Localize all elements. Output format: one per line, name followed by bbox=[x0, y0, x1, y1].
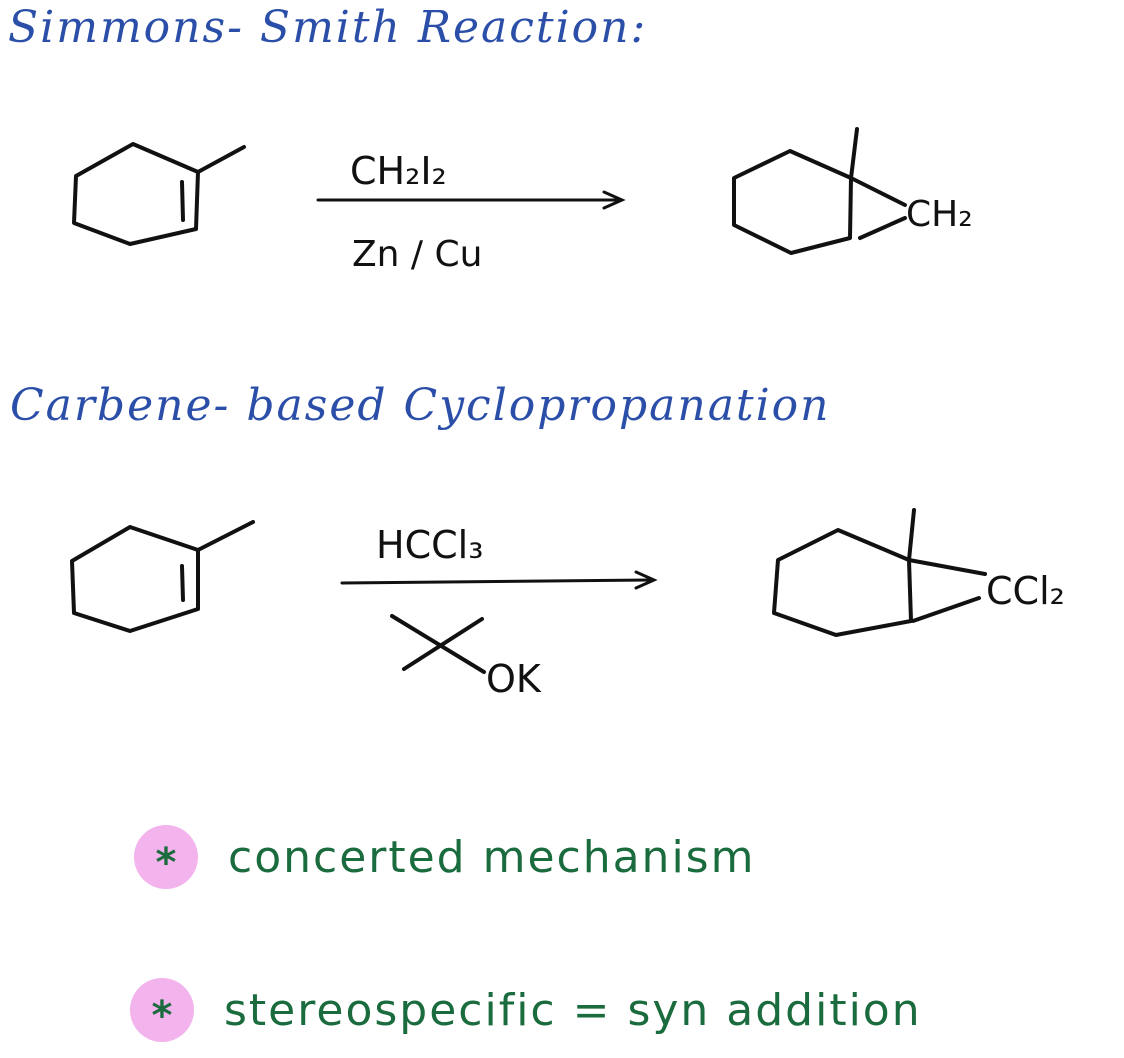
carbene-cyclopropanation-heading: Carbene- based Cyclopropanation bbox=[10, 380, 831, 431]
reaction2-arrow bbox=[340, 570, 658, 590]
reaction1-arrow bbox=[316, 190, 626, 210]
simmons-smith-heading: Simmons- Smith Reaction: bbox=[8, 2, 648, 53]
note-concerted: * concerted mechanism bbox=[134, 825, 755, 889]
tert-butoxide-skeleton bbox=[390, 614, 486, 674]
reaction2-product-group: CCl₂ bbox=[986, 569, 1065, 613]
reaction2-product-dichlorocyclopropane bbox=[772, 508, 987, 637]
reaction1-product-cyclopropane bbox=[732, 127, 907, 255]
note-text: stereospecific = syn addition bbox=[224, 984, 922, 1036]
reaction1-reagent-bottom: Zn / Cu bbox=[352, 234, 482, 275]
note-text: concerted mechanism bbox=[228, 831, 756, 883]
reaction1-reagent-top: CH₂I₂ bbox=[350, 149, 447, 193]
reaction2-reagent-top: HCCl₃ bbox=[376, 523, 483, 567]
note-stereospecific: * stereospecific = syn addition bbox=[130, 978, 922, 1042]
asterisk-bullet-icon: * bbox=[134, 825, 198, 889]
reaction2-reagent-bottom: OK bbox=[486, 657, 542, 701]
reaction1-reactant-methylcyclohexene bbox=[72, 142, 246, 246]
asterisk-bullet-icon: * bbox=[130, 978, 194, 1042]
reaction2-reactant-methylcyclohexene bbox=[70, 520, 255, 633]
reaction1-product-group: CH₂ bbox=[906, 194, 973, 235]
